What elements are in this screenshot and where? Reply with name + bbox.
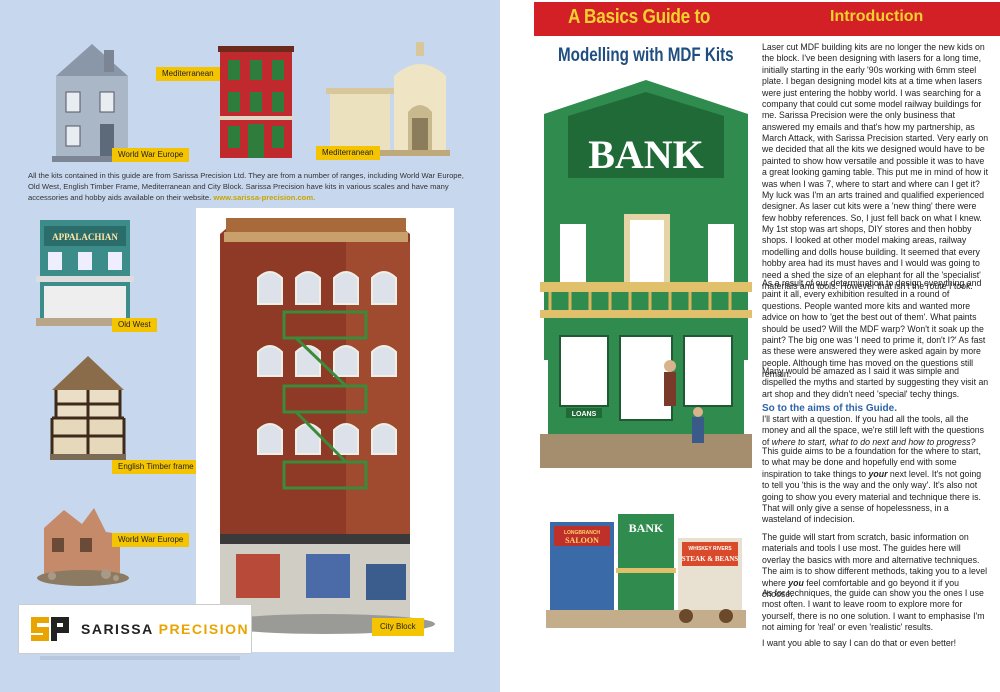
label-world-war-europe-2: World War Europe [112, 533, 190, 547]
label-world-war-europe-1: World War Europe [112, 148, 190, 162]
p6-text-a: The guide will start from scratch, basic… [762, 532, 988, 588]
paragraph-2: As a result of our determination to desi… [762, 278, 986, 379]
intro-paragraph: All the kits contained in this guide are… [28, 171, 468, 203]
photo-mediterranean-chapel [320, 36, 454, 160]
photo-english-timber-frame [48, 350, 128, 462]
p5-emphasis: your [868, 468, 888, 479]
paragraph-3: Many would be amazed as I said it was si… [762, 366, 989, 399]
intro-text: All the kits contained in this guide are… [28, 171, 464, 202]
logo-underline [40, 656, 240, 660]
photo-world-war-europe-house [48, 36, 136, 166]
aims-heading: So to the aims of this Guide. [762, 403, 898, 414]
header-band [534, 2, 1000, 36]
label-city-block: City Block [372, 618, 424, 636]
paragraph-6: The guide will start from scratch, basic… [762, 532, 990, 600]
photo-old-west-building: APPALACHIAN [34, 214, 136, 332]
guide-title: A Basics Guide to [568, 6, 711, 28]
label-old-west: Old West [112, 318, 157, 332]
logo-wordmark: SARISSA PRECISION [81, 621, 249, 637]
timber-frame-illustration [50, 356, 126, 460]
p5-text-a: This guide aims to be a foundation for t… [762, 446, 981, 479]
p4-text: I'll start with a question. If you had a… [762, 414, 984, 447]
guide-subtitle: Modelling with MDF Kits [558, 45, 734, 66]
photo-world-war-europe-ruin [34, 488, 132, 588]
chapel-illustration [326, 42, 450, 156]
street-illustration: LONGBRANCH SALOON BANK WHISKEY RIVERS ST… [546, 508, 746, 632]
right-page: A Basics Guide to Introduction Modelling… [500, 0, 1000, 692]
sp-logo-icon [27, 611, 73, 647]
paragraph-8: I want you able to say I can do that or … [762, 638, 957, 648]
small-bank-sign: BANK [629, 521, 664, 535]
section-title: Introduction [830, 8, 924, 25]
left-page: World War Europe Mediterranean [0, 0, 500, 692]
photo-bank-building: BANK LOANS [540, 74, 752, 468]
steak-top-sign: WHISKEY RIVERS [688, 546, 732, 552]
p4-emphasis: where to start, what to do next and how … [771, 436, 976, 447]
saloon-sign: SALOON [565, 536, 599, 545]
saloon-top-sign: LONGBRANCH [564, 530, 600, 536]
old-west-illustration: APPALACHIAN [36, 220, 134, 326]
paragraph-4: I'll start with a question. If you had a… [762, 414, 990, 448]
label-mediterranean-2: Mediterranean [316, 146, 380, 160]
ruin-illustration [37, 508, 129, 586]
paragraph-1: Laser cut MDF building kits are no longe… [762, 42, 989, 291]
sarissa-logo: SARISSA PRECISION [18, 604, 252, 654]
steak-sign: STEAK & BEANS [682, 555, 739, 563]
photo-mediterranean-red-house [214, 40, 298, 162]
paragraph-5: This guide aims to be a foundation for t… [762, 446, 990, 526]
house-illustration [52, 44, 132, 162]
logo-word-sarissa: SARISSA [81, 621, 154, 637]
photo-city-block [196, 208, 454, 652]
photo-old-west-street: LONGBRANCH SALOON BANK WHISKEY RIVERS ST… [546, 508, 746, 632]
website-link[interactable]: www.sarissa-precision.com. [213, 192, 316, 202]
bank-illustration: BANK LOANS [540, 74, 752, 468]
figures [664, 360, 704, 443]
logo-word-precision: PRECISION [158, 621, 250, 637]
svg-text:APPALACHIAN: APPALACHIAN [52, 232, 118, 242]
city-block-illustration [215, 218, 435, 634]
bank-sign-text: BANK [588, 132, 704, 177]
p6-emphasis: you [788, 577, 804, 588]
loans-sign-text: LOANS [572, 411, 597, 418]
p6-text-c: feel comfortable and go beyond it if you… [762, 577, 959, 599]
red-house-illustration [218, 46, 294, 158]
p5-text-c: next level. It's not going to tell you '… [762, 468, 982, 525]
label-mediterranean-1: Mediterranean [156, 67, 220, 81]
label-english-timber-frame: English Timber frame [112, 460, 200, 474]
paragraph-7: As for techniques, the guide can show yo… [762, 588, 985, 633]
